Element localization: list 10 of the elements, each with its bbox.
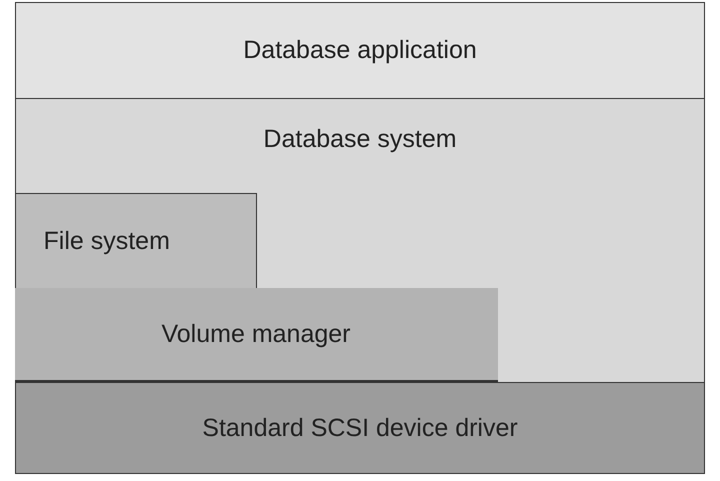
layer-band [15, 382, 705, 474]
layer-label: Database application [243, 38, 477, 63]
layer-label: Volume manager [161, 322, 350, 346]
layer-box [14, 193, 256, 289]
layer-band [15, 2, 705, 99]
layer-label: Standard SCSI device driver [202, 416, 518, 440]
layer-box [14, 288, 498, 382]
layer-label: File system [44, 228, 170, 254]
layer-band [15, 99, 705, 382]
layer-label: Database system [262, 127, 458, 152]
